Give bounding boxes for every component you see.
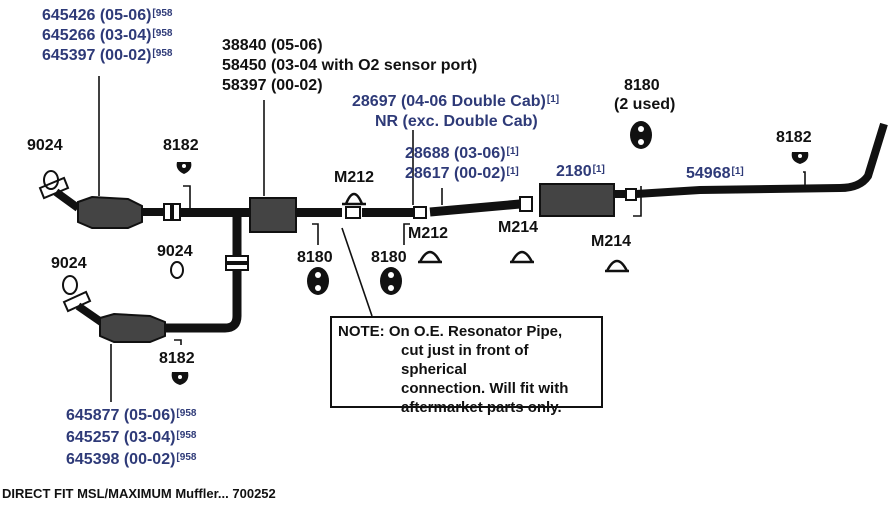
- hardware-parts: [43, 121, 809, 385]
- isolator-8180-b-icon: [380, 267, 402, 295]
- gasket-9024-lower-icon: [62, 275, 78, 295]
- flange-upper-joint-a: [163, 203, 172, 221]
- note-line-3: connection. Will fit with: [401, 380, 569, 397]
- part-645398: 645398 (00-02)[958: [66, 451, 197, 468]
- part-645426: 645426 (05-06)[958: [42, 7, 173, 24]
- part-m212-b: M212: [408, 225, 449, 242]
- part-38840: 38840 (05-06): [222, 37, 323, 54]
- flange-lower-left: [62, 290, 92, 313]
- clamp-m212-b-icon: [418, 250, 442, 263]
- resonator-box: [249, 197, 297, 233]
- part-645266: 645266 (03-04)[958: [42, 27, 173, 44]
- clamp-m214-b-icon: [605, 259, 629, 272]
- part-m214-a: M214: [498, 219, 539, 236]
- part-8182-lower: 8182: [159, 350, 195, 367]
- part-58450: 58450 (03-04 with O2 sensor port): [222, 57, 478, 74]
- isolator-8180-right-icon: [630, 121, 652, 149]
- part-28697: 28697 (04-06 Double Cab)[1]: [352, 93, 560, 110]
- lower-converter-assembly: [62, 214, 249, 343]
- isolator-8180-a-icon: [307, 267, 329, 295]
- part-8180-2used: (2 used): [614, 96, 676, 113]
- part-8180-right: 8180: [624, 77, 660, 94]
- part-8180-a: 8180: [297, 249, 333, 266]
- gasket-9024-top-icon: [43, 170, 59, 190]
- note-line-4: aftermarket parts only.: [401, 399, 562, 416]
- part-8182-right: 8182: [776, 129, 812, 146]
- part-8180-b: 8180: [371, 249, 407, 266]
- note-line-1: NOTE: On O.E. Resonator Pipe,: [338, 323, 563, 340]
- part-9024-mid: 9024: [157, 243, 193, 260]
- y-pipe-assembly: [249, 196, 533, 233]
- part-nr: NR (exc. Double Cab): [375, 113, 538, 130]
- flange-upper-joint-b: [172, 203, 181, 221]
- gasket-9024-mid-icon: [170, 261, 184, 279]
- note-line-2: cut just in front of spherical: [401, 342, 529, 378]
- converter-lower: [99, 312, 166, 343]
- muffler-assembly: [539, 122, 888, 217]
- part-2180: 2180[1]: [556, 163, 605, 180]
- flange-lower-joint-a: [225, 255, 249, 263]
- part-58397: 58397 (00-02): [222, 77, 323, 94]
- part-8182-top-left: 8182: [163, 137, 199, 154]
- part-28688: 28688 (03-06)[1]: [405, 145, 519, 162]
- part-645877: 645877 (05-06)[958: [66, 407, 197, 424]
- converter-upper: [77, 195, 143, 229]
- leader-lines: [98, 76, 806, 402]
- part-645397: 645397 (00-02)[958: [42, 47, 173, 64]
- upper-converter-assembly: [38, 176, 250, 229]
- part-28617: 28617 (00-02)[1]: [405, 165, 519, 182]
- muffler: [539, 183, 615, 217]
- part-9024-top: 9024: [27, 137, 63, 154]
- note-box: NOTE: On O.E. Resonator Pipe, cut just i…: [330, 316, 603, 416]
- part-m214-b: M214: [591, 233, 632, 250]
- part-9024-lower: 9024: [51, 255, 87, 272]
- part-645257: 645257 (03-04)[958: [66, 429, 197, 446]
- part-54968: 54968[1]: [686, 165, 744, 182]
- part-m212-a: M212: [334, 169, 375, 186]
- clamp-m212-a-icon: [344, 192, 364, 205]
- caption: DIRECT FIT MSL/MAXIMUM Muffler... 700252: [2, 486, 276, 501]
- flange-lower-joint-b: [225, 263, 249, 271]
- clamp-m214-a-icon: [510, 250, 534, 263]
